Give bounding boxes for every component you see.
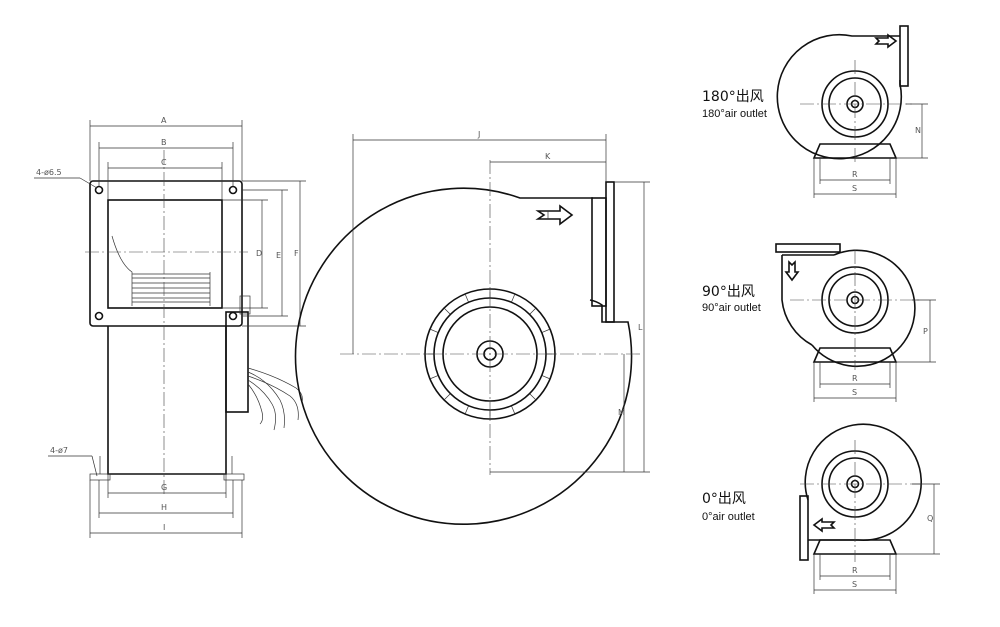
ring-notch — [464, 293, 469, 303]
ring-notch — [443, 393, 451, 401]
front-flange-plate — [89, 180, 243, 327]
dim-B: B — [161, 138, 167, 147]
outlet-view-0: Q R S 0°出风 0°air outlet — [702, 423, 940, 594]
mount-hole — [228, 185, 238, 195]
ring-notch — [443, 307, 451, 315]
label-cn-0: 0°出风 — [702, 491, 746, 507]
ring-notch — [511, 405, 516, 415]
airflow-arrow-180 — [874, 33, 898, 49]
base-0 — [812, 539, 898, 555]
ring-notch — [429, 375, 439, 380]
ring-notch — [511, 293, 516, 303]
outlet-view-90: P R S 90°出风 90°air outlet — [702, 243, 936, 402]
scroll-housing — [294, 187, 633, 525]
label-cn-90: 90°出风 — [702, 284, 755, 300]
base-foot-right — [223, 473, 245, 481]
side-view: J K L M — [294, 130, 650, 525]
dim-F: F — [294, 249, 299, 258]
mount-hole — [228, 311, 238, 321]
airflow-arrow-90 — [784, 260, 800, 282]
front-view: A B C D E F G H I 4-ø6.5 4-ø7 — [34, 116, 306, 538]
flange-90 — [775, 243, 841, 253]
base-foot-left — [89, 473, 111, 481]
dim-R-90: R — [852, 374, 858, 383]
dim-D: D — [256, 249, 262, 258]
dim-S-0: S — [852, 580, 857, 589]
housing-0 — [804, 423, 922, 542]
flange-0 — [799, 495, 809, 561]
outlet-view-180: N R S 180°出风 180°air outlet — [702, 25, 928, 198]
dim-P: P — [923, 327, 928, 336]
impeller-blades — [111, 235, 211, 306]
dim-G: G — [161, 483, 167, 492]
dim-R-0: R — [852, 566, 858, 575]
ring-notch — [464, 405, 469, 415]
dim-J: J — [477, 130, 480, 139]
housing-180 — [776, 33, 903, 160]
ring-notch — [541, 328, 551, 333]
dim-N: N — [915, 126, 921, 135]
dim-R-180: R — [852, 170, 858, 179]
mount-hole — [94, 185, 104, 195]
label-en-180: 180°air outlet — [702, 108, 767, 120]
motor — [225, 311, 249, 413]
outlet-opening — [107, 199, 223, 309]
mount-hole — [94, 311, 104, 321]
label-en-90: 90°air outlet — [702, 302, 761, 314]
flange-180 — [899, 25, 909, 87]
dim-M: M — [618, 408, 625, 417]
dim-L: L — [638, 323, 643, 332]
dim-A: A — [161, 116, 167, 125]
hole-callout-bottom: 4-ø7 — [50, 446, 68, 455]
dim-H: H — [161, 503, 167, 512]
ring-notch — [529, 307, 537, 315]
dim-I: I — [163, 523, 165, 532]
dim-C: C — [161, 158, 167, 167]
airflow-arrow-0 — [812, 517, 836, 533]
label-cn-180: 180°出风 — [702, 89, 764, 105]
label-en-0: 0°air outlet — [702, 511, 755, 523]
ring-notch — [529, 393, 537, 401]
housing-body — [107, 326, 227, 475]
motor-inner-ring — [442, 306, 538, 402]
ring-notch — [541, 375, 551, 380]
motor-cap — [239, 295, 251, 315]
airflow-arrow — [535, 204, 574, 226]
dim-E: E — [276, 251, 281, 260]
dim-Q: Q — [927, 514, 933, 523]
ring-notch — [429, 328, 439, 333]
base-180 — [812, 143, 898, 159]
dim-K: K — [545, 152, 551, 161]
outlet-flange — [605, 181, 615, 323]
dim-S-90: S — [852, 388, 857, 397]
motor-ring-notches — [425, 289, 555, 419]
base-90 — [812, 347, 898, 363]
hole-callout-top: 4-ø6.5 — [36, 168, 62, 177]
outlet-stub — [591, 197, 607, 307]
dim-S-180: S — [852, 184, 857, 193]
housing-90-side — [781, 254, 834, 346]
lead-wires — [247, 367, 303, 431]
housing-90 — [811, 249, 916, 368]
